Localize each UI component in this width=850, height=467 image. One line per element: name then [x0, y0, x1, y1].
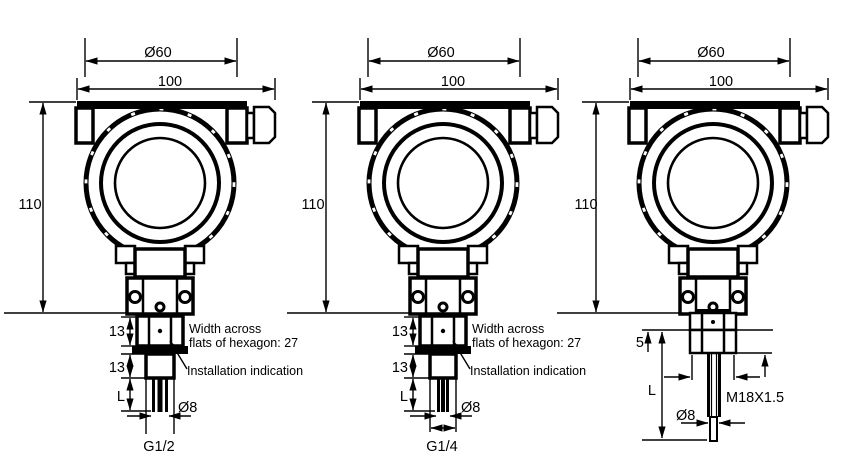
dim-head-height-label: 110: [574, 197, 597, 213]
dim-head-width-label: 100: [709, 74, 733, 90]
dim-hex-height-label: 13: [109, 324, 125, 340]
installation-note: Installation indication: [470, 364, 586, 378]
dimension-lines-g12: [121, 316, 191, 434]
dim-head-height-label: 110: [18, 197, 41, 213]
dim-collar-height-label: 5: [636, 335, 644, 351]
thread-label: G1/2: [143, 439, 174, 455]
dim-hex-height-label: 13: [392, 324, 408, 340]
hex-width-note-line2: flats of hexagon: 27: [189, 336, 298, 350]
dim-head-diameter-label: Ø60: [144, 45, 171, 61]
transmitter-head: [4, 38, 275, 314]
dim-head-diameter-label: Ø60: [697, 45, 724, 61]
dim-insertion-length-label: L: [400, 389, 408, 405]
transmitter-head: [287, 38, 558, 314]
installation-dot: [157, 328, 163, 334]
dim-neck-height-label: 13: [109, 360, 125, 376]
dim-neck-height-label: 13: [392, 360, 408, 376]
diagram-m18: Ø60 100 110 5 L M18X1.5 Ø8: [557, 38, 828, 442]
installation-dot: [711, 320, 715, 324]
installation-dot: [440, 328, 446, 334]
hex-width-note-line1: Width across: [189, 322, 261, 336]
thread-label: G1/4: [426, 439, 457, 455]
hex-width-note-line1: Width across: [472, 322, 544, 336]
transmitter-head: [557, 38, 828, 314]
dim-head-width-label: 100: [441, 74, 465, 90]
dim-head-diameter-label: Ø60: [427, 45, 454, 61]
diagram-g12: Ø60 100 110 13 13 L Ø8 G1/2 Width across…: [4, 38, 303, 455]
process-connection-g14: [415, 314, 471, 412]
dim-head-height-label: 110: [301, 197, 324, 213]
installation-leader-arrow: [169, 340, 188, 370]
hex-width-note-line2: flats of hexagon: 27: [472, 336, 581, 350]
dimension-lines-m18: [642, 329, 773, 441]
dimension-lines-g14: [404, 316, 472, 432]
dim-probe-diameter-label: Ø8: [676, 408, 695, 424]
process-connection-m18: [688, 309, 738, 442]
dim-insertion-length-label: L: [648, 383, 656, 399]
dim-insertion-length-label: L: [117, 389, 125, 405]
dim-probe-diameter-label: Ø8: [461, 400, 480, 416]
thread-label: M18X1.5: [726, 390, 784, 406]
dim-head-width-label: 100: [158, 74, 182, 90]
dim-probe-diameter-label: Ø8: [178, 400, 197, 416]
process-connection-g12: [132, 314, 188, 412]
installation-leader-arrow: [452, 340, 471, 370]
installation-note: Installation indication: [187, 364, 303, 378]
diagram-g14: Ø60 100 110 13 13 L Ø8 G1/4 Width across…: [287, 38, 586, 455]
